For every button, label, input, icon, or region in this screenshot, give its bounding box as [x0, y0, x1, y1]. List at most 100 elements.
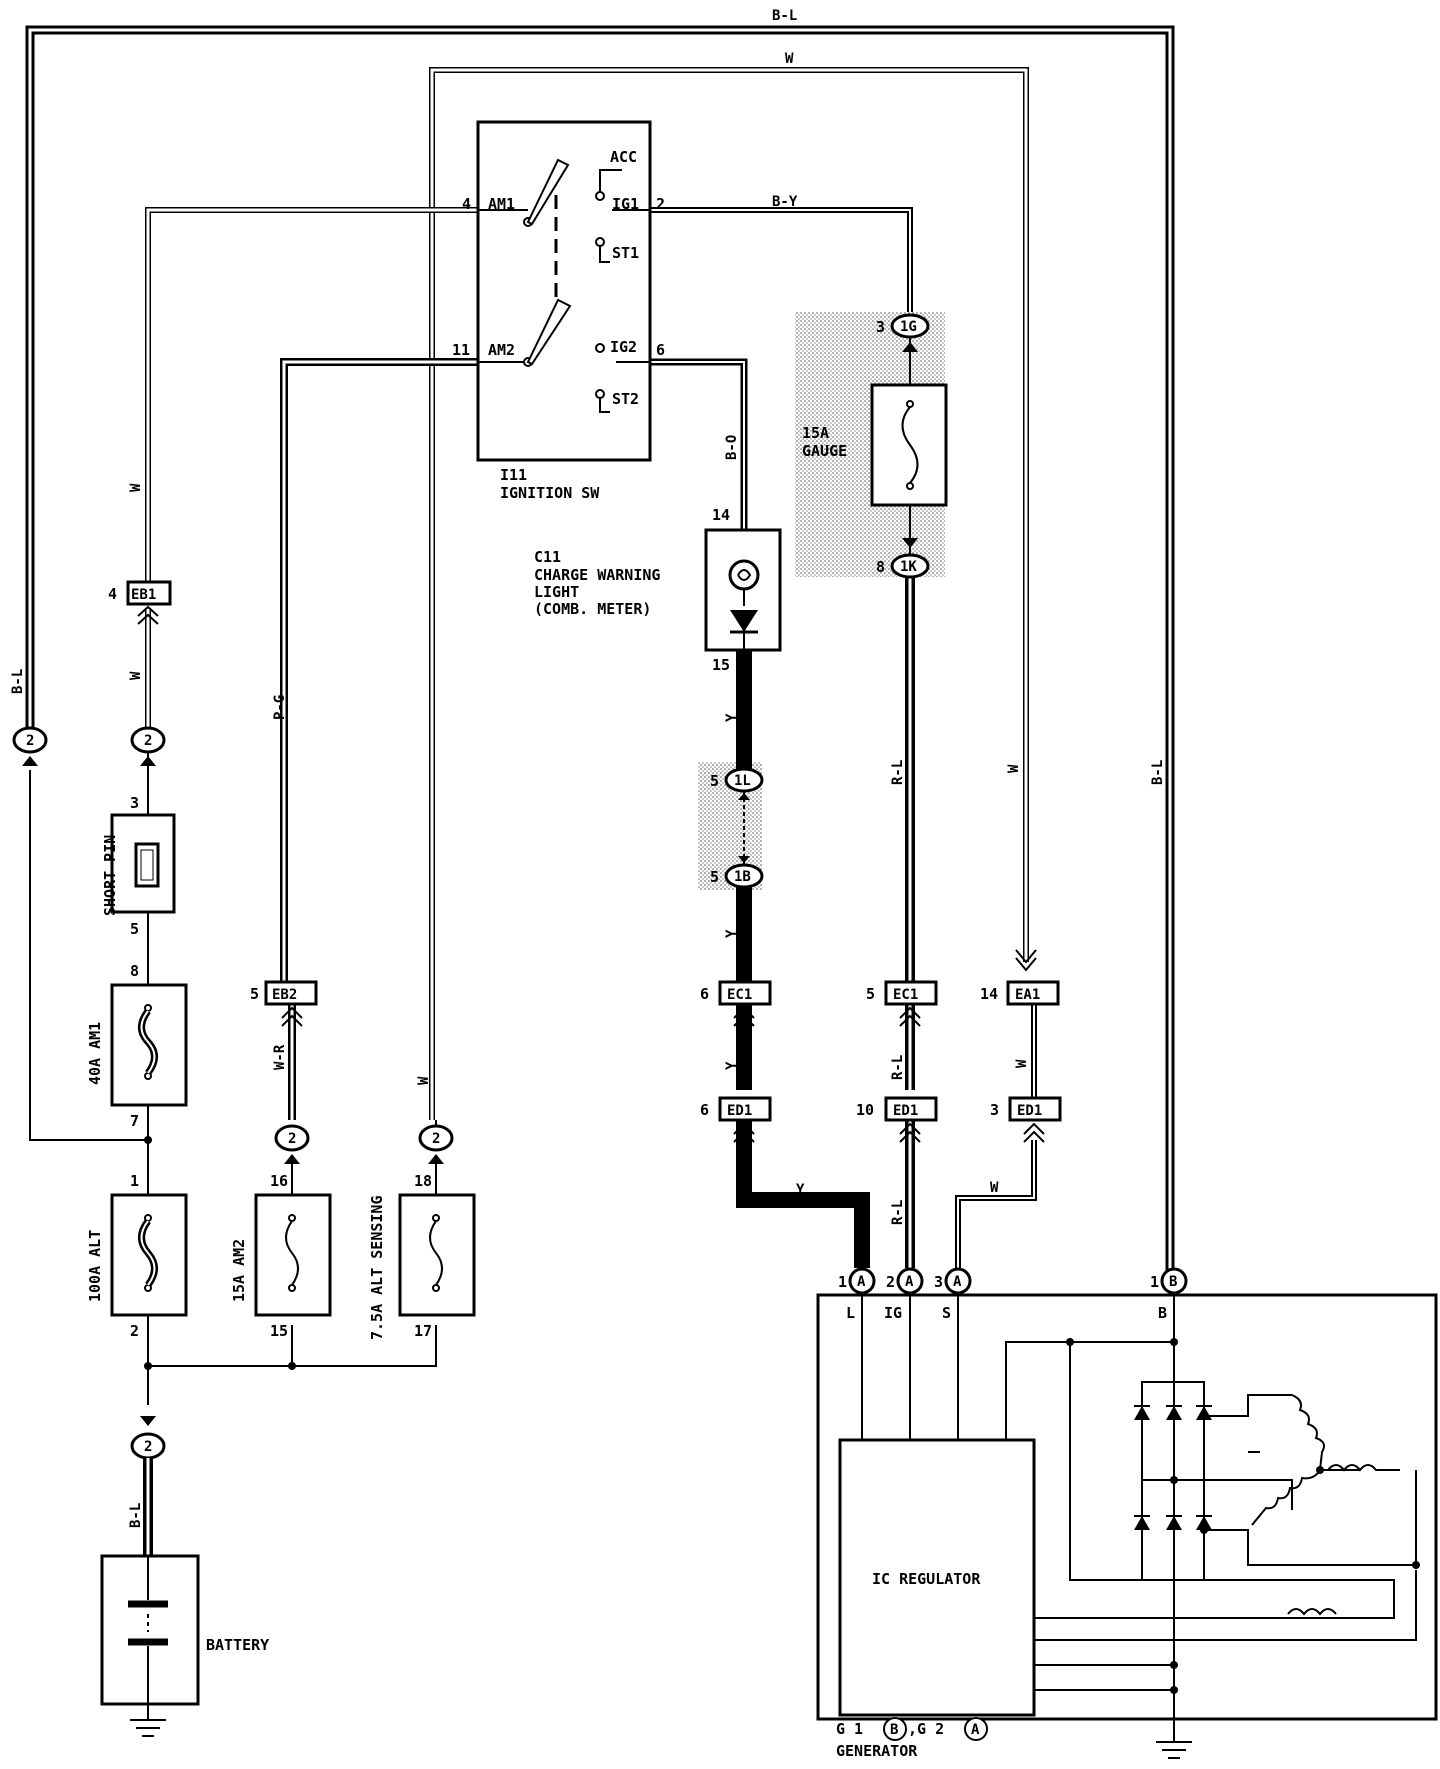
svg-text:5: 5	[710, 772, 719, 790]
svg-text:7: 7	[130, 1112, 139, 1130]
svg-text:10: 10	[856, 1101, 874, 1119]
svg-text:5: 5	[250, 985, 259, 1003]
svg-text:2: 2	[26, 733, 34, 749]
svg-text:6: 6	[700, 985, 709, 1003]
wire-w-am1	[145, 207, 478, 590]
generator-name: GENERATOR	[836, 1742, 918, 1760]
junction-connectors: 1L 1B 5 5	[710, 767, 764, 889]
generator-code-2: ,G 2	[908, 1720, 944, 1738]
svg-text:1G: 1G	[900, 319, 917, 335]
svg-text:3: 3	[990, 1101, 999, 1119]
svg-text:Y: Y	[724, 713, 740, 722]
svg-text:2: 2	[432, 1131, 440, 1147]
svg-text:ED1: ED1	[893, 1103, 918, 1119]
pin-ig1: 2	[656, 195, 665, 213]
svg-text:1K: 1K	[900, 559, 917, 575]
svg-text:3: 3	[934, 1273, 943, 1291]
svg-text:R-L: R-L	[890, 1055, 906, 1080]
svg-text:2: 2	[144, 733, 152, 749]
terminal-ig1: IG1	[612, 195, 639, 213]
fuse-7-5a-alt-sensing: 18 17 7.5A ALT SENSING	[368, 1172, 476, 1340]
svg-text:15A AM2: 15A AM2	[230, 1239, 248, 1302]
ignition-switch: ACC AM1 IG1 ST1 AM2 IG2 ST2 4 2 11 6 I11…	[452, 120, 665, 502]
svg-text:B-Y: B-Y	[772, 194, 798, 210]
wire-b-o	[650, 358, 748, 530]
terminal-acc: ACC	[610, 148, 637, 166]
gen-terminal-ig: IG	[884, 1304, 902, 1322]
connector-ec1-left: EC1 6	[700, 980, 772, 1027]
svg-text:2: 2	[886, 1273, 895, 1291]
battery-label: BATTERY	[206, 1636, 269, 1654]
charge-light-line3: (COMB. METER)	[534, 600, 651, 618]
junction-dots	[144, 1136, 296, 1370]
connector-eb1: EB1 4	[108, 580, 172, 625]
svg-text:2: 2	[130, 1322, 139, 1340]
svg-text:15: 15	[270, 1322, 288, 1340]
ic-regulator	[838, 1438, 1036, 1717]
charge-light-pin-out: 15	[712, 656, 730, 674]
wire-w-ea1	[955, 1005, 1037, 1268]
svg-text:B-O: B-O	[724, 435, 740, 460]
svg-text:100A ALT: 100A ALT	[86, 1230, 104, 1302]
svg-text:W: W	[990, 1180, 999, 1196]
svg-text:1: 1	[130, 1172, 139, 1190]
svg-text:R-L: R-L	[890, 1200, 906, 1225]
svg-text:3: 3	[130, 794, 139, 812]
svg-text:P-G: P-G	[272, 695, 288, 720]
svg-text:Y: Y	[724, 1061, 740, 1070]
ignition-switch-code: I11	[500, 466, 527, 484]
pin-am2: 11	[452, 341, 470, 359]
short-pin-label: SHORT PIN	[101, 835, 119, 916]
svg-text:ED1: ED1	[727, 1103, 752, 1119]
svg-text:2: 2	[288, 1131, 296, 1147]
svg-text:14: 14	[980, 985, 998, 1003]
circle-2-alt-sensing	[418, 1124, 454, 1152]
wire-w-top	[429, 67, 1029, 1120]
wire-color-labels: B-L W B-L W W P-G W-R W B-Y B-O Y Y Y Y …	[10, 8, 1166, 1528]
svg-text:16: 16	[270, 1172, 288, 1190]
gauge-fuse-rating: 15A	[802, 424, 829, 442]
charge-light-code: C11	[534, 548, 561, 566]
terminal-am2: AM2	[488, 341, 515, 359]
fuse-100a-alt: 1 2 100A ALT	[86, 1172, 188, 1340]
terminal-am1: AM1	[488, 195, 515, 213]
svg-text:R-L: R-L	[890, 760, 906, 785]
svg-text:1: 1	[1150, 1273, 1159, 1291]
svg-text:W-R: W-R	[272, 1044, 288, 1070]
svg-text:5: 5	[866, 985, 875, 1003]
charge-warning-light: C11 CHARGE WARNING LIGHT (COMB. METER) 1…	[534, 506, 782, 674]
svg-text:17: 17	[414, 1322, 432, 1340]
svg-text:40A AM1: 40A AM1	[86, 1022, 104, 1085]
svg-text:B-L: B-L	[10, 669, 26, 694]
svg-text:W: W	[128, 483, 144, 492]
charge-light-line1: CHARGE WARNING	[534, 566, 660, 584]
terminal-st1: ST1	[612, 244, 639, 262]
connector-ea1: EA1 14	[980, 949, 1060, 1006]
svg-text:W: W	[1014, 1059, 1030, 1068]
gen-terminal-b: B	[1158, 1304, 1167, 1322]
fuse-40a-am1: 8 7 40A AM1	[86, 962, 188, 1130]
svg-text:1B: 1B	[734, 869, 751, 885]
svg-text:ED1: ED1	[1017, 1103, 1042, 1119]
svg-text:4: 4	[108, 585, 117, 603]
connector-1k	[890, 553, 930, 579]
connector-1g	[890, 313, 930, 339]
svg-text:IC REGULATOR: IC REGULATOR	[872, 1570, 981, 1588]
svg-text:B: B	[1169, 1274, 1177, 1290]
terminal-st2: ST2	[612, 390, 639, 408]
short-pin: 3 5 SHORT PIN	[101, 794, 176, 938]
svg-text:EA1: EA1	[1015, 987, 1040, 1003]
circle-connectors: 2 2 2 2 2	[12, 726, 454, 1498]
gauge-fuse-name: GAUGE	[802, 442, 847, 460]
wire-p-g	[280, 358, 478, 982]
svg-text:W: W	[128, 671, 144, 680]
svg-text:18: 18	[414, 1172, 432, 1190]
svg-text:A: A	[953, 1274, 962, 1290]
svg-text:B-L: B-L	[128, 1503, 144, 1528]
terminal-ig2: IG2	[610, 338, 637, 356]
ignition-switch-name: IGNITION SW	[500, 484, 600, 502]
svg-text:A: A	[857, 1274, 866, 1290]
charge-light-line2: LIGHT	[534, 583, 579, 601]
